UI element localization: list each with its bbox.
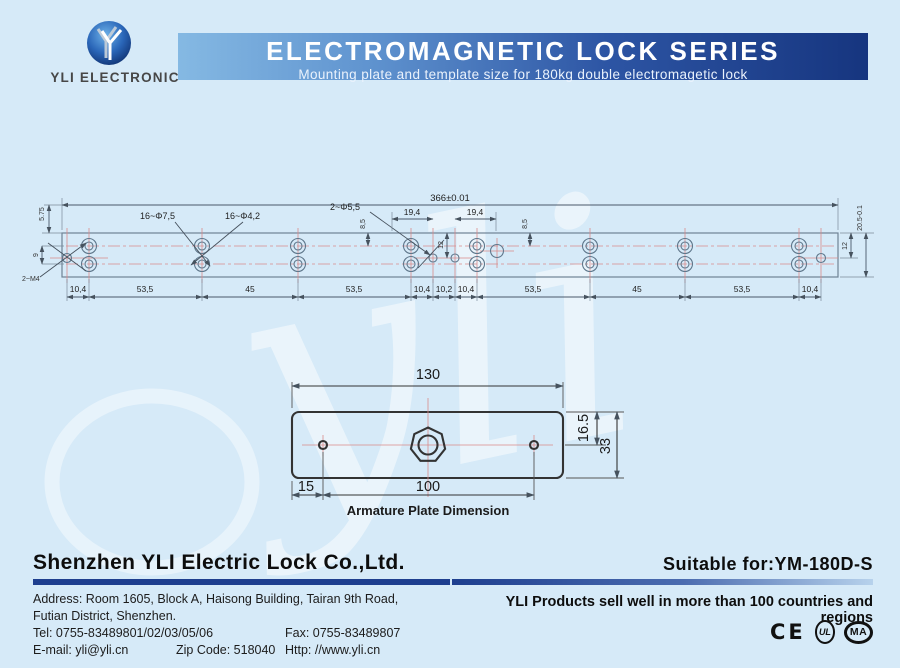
- logo-globe-icon: [87, 21, 131, 65]
- chain-dim: 45: [632, 284, 642, 294]
- dim-12-right: 12: [842, 242, 849, 250]
- page-subtitle: Mounting plate and template size for 180…: [298, 67, 748, 82]
- divider-bar-left: [33, 579, 450, 585]
- tel: Tel: 0755-83489801/02/03/05/06: [33, 626, 214, 640]
- certification-marks: CE UL MA: [770, 620, 873, 644]
- company-logo: YLI ELECTRONIC: [45, 14, 180, 86]
- page-title: ELECTROMAGNETIC LOCK SERIES: [266, 36, 780, 66]
- armature-caption: Armature Plate Dimension: [347, 503, 510, 518]
- dim-12-center: 12: [438, 241, 445, 249]
- chain-dim: 10,2: [436, 284, 453, 294]
- dim-left-offset: 5.75: [39, 207, 46, 221]
- small-holes: [61, 243, 827, 264]
- dim-row-gap: 9: [33, 253, 40, 257]
- chain-dim: 10,4: [802, 284, 819, 294]
- address-line-1: Address: Room 1605, Block A, Haisong Bui…: [33, 592, 399, 606]
- dim-armature-width: 130: [416, 367, 440, 383]
- mounting-plate-drawing: 366±0.01 5.75 9 16~Φ7,5 16~Φ4,2 2~Φ5,5 2…: [22, 193, 874, 301]
- callout-55-holes: 2~Φ5,5: [330, 202, 360, 212]
- dim-19-4-left: 19,4: [404, 207, 421, 217]
- address-line-2: Futian District, Shenzhen.: [33, 609, 177, 623]
- dim-total-width: 366±0.01: [430, 193, 470, 204]
- svg-text:yli: yli: [186, 124, 670, 585]
- fax: Fax: 0755-83489807: [285, 626, 401, 640]
- mounting-holes: [80, 237, 808, 273]
- header-band: ELECTROMAGNETIC LOCK SERIES Mounting pla…: [178, 33, 868, 82]
- ma-mark-icon: MA: [844, 620, 873, 644]
- email-zip-http-row: E-mail: yli@yli.cn Zip Code: 518040 Http…: [33, 643, 463, 659]
- ul-mark-icon: UL: [814, 620, 836, 644]
- brand-name: YLI ELECTRONIC: [50, 70, 180, 85]
- chain-dim: 45: [245, 284, 255, 294]
- chain-dim: 10,4: [414, 284, 431, 294]
- chain-dim: 53,5: [525, 284, 542, 294]
- chain-dim: 53,5: [734, 284, 751, 294]
- dim-plate-height: 20.5-0.1: [857, 205, 864, 231]
- hole-centerlines: [66, 228, 822, 283]
- dim-armature-height: 33: [598, 438, 614, 454]
- dim-armature-hole-offset: 15: [298, 479, 314, 495]
- armature-plate-drawing: 130 16.5 33 15 100 Armature Plate: [290, 367, 624, 518]
- suitable-for-model: Suitable for:YM-180D-S: [662, 554, 873, 574]
- tel-fax-row: Tel: 0755-83489801/02/03/05/06 Fax: 0755…: [33, 626, 463, 642]
- callout-inner-holes: 16~Φ4,2: [225, 211, 260, 221]
- chain-dim: 53,5: [137, 284, 154, 294]
- callout-m4-holes: 2~M4: [22, 276, 40, 283]
- zip-code: Zip Code: 518040: [176, 643, 276, 657]
- website: Http: //www.yli.cn: [285, 643, 381, 657]
- dim-8-5-left: 8,5: [360, 219, 367, 229]
- dim-armature-hole-spacing: 100: [416, 479, 440, 495]
- callout-outer-holes: 16~Φ7,5: [140, 211, 175, 221]
- email: E-mail: yli@yli.cn: [33, 643, 129, 657]
- ce-mark-icon: CE: [770, 620, 806, 644]
- dim-armature-half-height: 16.5: [576, 414, 592, 442]
- dim-19-4-right: 19,4: [467, 207, 484, 217]
- chain-dim: 10,4: [70, 284, 87, 294]
- dim-8-5-right: 8,5: [522, 219, 529, 229]
- company-name: Shenzhen YLI Electric Lock Co.,Ltd.: [33, 551, 405, 574]
- yli-watermark: yli: [44, 124, 670, 585]
- bottom-dimension-chain: 10,4 53,5 45 53,5 10,4 10,2 10,4 53,5 45…: [66, 279, 822, 301]
- chain-dim: 53,5: [346, 284, 363, 294]
- chain-dim: 10,4: [458, 284, 475, 294]
- divider-bar-right: [452, 579, 873, 585]
